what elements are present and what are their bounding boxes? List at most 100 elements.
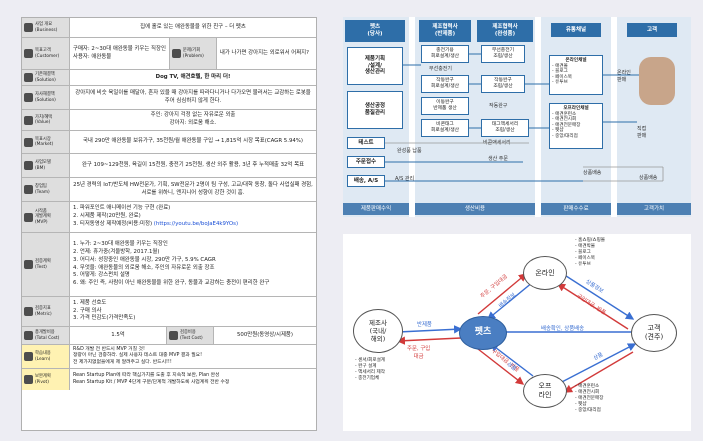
row-label: 검증계획 (Test)	[35, 259, 51, 270]
mfg-list: - 센서/회로설계 - 완구 설계 - 액세서리 제작 - 충전기업체	[355, 358, 386, 381]
list-item: 3. 가격 민감도(가격만족도)	[73, 315, 136, 322]
direct-sales-label: 직접 판매	[637, 126, 647, 139]
row-label: 목표고객 (Customer)	[35, 48, 60, 59]
learn-icon	[24, 352, 33, 361]
business-icon	[24, 23, 33, 32]
list-item: 3. 티저동영상 제작예정(비용:미정) (https://youtu.be/b…	[73, 220, 239, 227]
box-quality: 생산공정 품질관리	[347, 91, 403, 129]
row-value: Rean Startup Plan에 따라 핵심가치를 도출 후 지속적 보완,…	[73, 373, 230, 385]
list-item: 1. 제품 선호도	[73, 299, 107, 306]
node-petz: 펫츠	[459, 316, 507, 350]
row-value: 국내 290만 애완동물 보유가구, 35천원/월 애완동물 구입 → 1,81…	[82, 138, 304, 145]
box-charger-assembly: 무선충전기 조립/생산	[481, 45, 525, 63]
row-mvp: 시작품 개발계획 (MVP) 1. 파워포인트 애니메이션 기능 구현 (완료)…	[22, 202, 316, 233]
row-bm: 사업모델 (BM) 완구 109~129천원, 육길이 15천원, 충전기 25…	[22, 154, 316, 178]
row-label: 시작품 개발계획 (MVP)	[35, 208, 51, 225]
business-model-table: 사업 개요 (Business) 집에 홀로 있는 애완동물을 위한 친구 – …	[21, 17, 317, 431]
footer-cost: 생산비용	[415, 203, 535, 215]
customer-icon	[24, 49, 33, 58]
row-label: 검증비용 (Test Cost)	[180, 330, 203, 341]
box-planning: 제품기획 /설계/ 생산관리	[347, 47, 403, 85]
edge-label: 배송확인, 상품배송	[541, 326, 585, 332]
customer-photo	[639, 57, 675, 105]
online-channel-box: 온라인채널 - 애견몰 - 블로그 - 페이스북 - 유투브	[549, 55, 603, 95]
row-own-solution: 자사해결책 (Solution) 강아지에 비슷 육일이를 매달아, 혼자 있을…	[22, 86, 316, 110]
header-petz: 펫츠 (당사)	[345, 20, 405, 42]
row-label: 총개발비용 (Total Cost)	[35, 330, 60, 341]
youtube-link[interactable]: (https://youtu.be/boJaE4k9YOs)	[153, 220, 239, 227]
row-value: 가치/혜택 (Value) 주인: 강아지 걱정 없는 자유로운 외출 강아지:…	[22, 110, 316, 131]
test-icon	[24, 260, 33, 269]
network-diagram: 제조사 (국내/ 해외) 펫츠 온라인 오프 라인 고객 (견주) - 센서/회…	[343, 234, 691, 431]
value-chain-diagram: 펫츠 (당사) 제조협력사 (반제품) 제조협력사 (완성품) 유통채널 고객 …	[343, 17, 691, 217]
list-item: 4. 무엇을: 애완동물의 외로움 해소, 주인의 자유로운 외출 장조	[73, 264, 215, 271]
row-pivot: 보완계획 (Pivot) Rean Startup Plan에 따라 핵심가치를…	[22, 369, 316, 390]
row-label: 사업 개요 (Business)	[35, 22, 58, 33]
arrow-label: 생산 주문	[488, 156, 508, 162]
node-manufacturer: 제조사 (국내/ 해외)	[353, 309, 403, 353]
list-item: 1. 누가: 2~30대 애완동물 키우는 직장인	[73, 241, 168, 248]
node-online: 온라인	[523, 256, 567, 290]
problem-icon	[171, 49, 181, 58]
flow-arrows	[385, 53, 664, 182]
list-item: 2. 구매 의사	[73, 307, 102, 314]
mvp-icon	[24, 212, 33, 222]
row-metric: 검증지표 (Metric) 1. 제품 선호도 2. 구매 의사 3. 가격 민…	[22, 297, 316, 327]
arrow-label: A/S 관리	[395, 176, 415, 182]
row-learn: 학습내용 (Learn) R&D 개발 전 반드시 MVP 거칠 것! 정량이 …	[22, 345, 316, 369]
node-offline: 오프 라인	[523, 374, 567, 408]
online-list: - 홈쇼핑/쇼핑몰 - 애견박물 - 블로그 - 페이스북 - 유투브	[575, 238, 606, 267]
row-value: 1. 제품 선호도 2. 구매 의사 3. 가격 민감도(가격만족도)	[70, 297, 316, 326]
box-delivery: 배송, A/S	[347, 175, 385, 187]
row-value: 25년 경력의 IoT/반도체 HW전문가, 기획, SW전문가 2명이 팀 구…	[73, 181, 313, 196]
row-market: 목표시장 (Market) 국내 290만 애완동물 보유가구, 35천원/월 …	[22, 131, 316, 154]
row-value: 강아지에 비슷 육일이를 매달아, 혼자 있을 때 강아지를 따라다니거나 다가…	[75, 89, 311, 104]
value-icon	[24, 115, 33, 125]
box-toy-assembly: 작동완구 조립/생산	[481, 75, 525, 93]
row-value: R&D 개발 전 반드시 MVP 거칠 것! 정량이 아닌 검증하라. 실제 사…	[73, 346, 202, 365]
final-sub-label: 작동완구	[489, 103, 508, 109]
row-value: Dog TV, 애견호텔, 한 마리 더!	[155, 73, 231, 80]
pivot-icon	[24, 375, 33, 384]
box-mobile-toy: 이동완구 반제품 생산	[421, 97, 469, 115]
row-value: 1.5억	[111, 331, 125, 338]
row-team: 창업팀 (Team) 25년 경력의 IoT/반도체 HW전문가, 기획, SW…	[22, 178, 316, 202]
row-value: 구매자: 2~30대 애완동물 키우는 직장인 사용자: 애완동물	[73, 45, 166, 60]
row-label: 가치/혜택 (Value)	[35, 114, 53, 125]
row-value: 집에 홀로 있는 애완동물을 위한 친구 – 더 펫츠	[140, 23, 246, 30]
box-toy: 작동완구 회로설계/생산	[421, 75, 469, 93]
offline-list: - 애견훈련소 - 애견전시회 - 애견전문매장 - 펫샵 - 중앙/대리점	[575, 384, 604, 413]
metric-icon	[24, 307, 33, 316]
row-value: 1. 파워포인트 애니메이션 기능 구현 (완료) 2. 시제품 제작(20만원…	[70, 202, 316, 232]
list-item: 5. 어떻게: 강스펀치 설명	[73, 272, 130, 279]
row-cost: 총개발비용 (Total Cost) 1.5억 검증비용 (Test Cost)…	[22, 327, 316, 345]
bm-icon	[24, 161, 33, 170]
solution-icon	[24, 93, 33, 102]
footer-value: 고객가치	[617, 203, 691, 215]
market-icon	[24, 137, 33, 147]
header-final-mfg: 제조협력사 (완성품)	[477, 20, 533, 42]
arrow-label: 완성품 납품	[397, 148, 422, 154]
cost-icon	[24, 331, 33, 340]
solution-icon	[24, 73, 33, 82]
row-label: 사업모델 (BM)	[35, 160, 51, 171]
row-label: 창업팀 (Team)	[35, 184, 50, 195]
list-item: 1. 파워포인트 애니메이션 기능 구현 (완료)	[73, 205, 171, 212]
offline-channel-box: 오프라인채널 - 애견훈련소 - 애견전시회 - 애견전문매장 - 펫샵 - 중…	[549, 103, 603, 149]
row-label: 문제/기회 (Problem)	[182, 48, 204, 59]
header-customer: 고객	[627, 23, 677, 37]
list-item: 2. 시제품 제작(20만원, 완료)	[73, 213, 141, 220]
row-test: 검증계획 (Test) 1. 누가: 2~30대 애완동물 키우는 직장인 2.…	[22, 233, 316, 297]
online-sales-label: 온라인 판매	[617, 70, 631, 83]
row-existing-solution: 기존해결책 (Solution) Dog TV, 애견호텔, 한 마리 더!	[22, 70, 316, 86]
box-test: 테스트	[347, 137, 385, 149]
test-cost-icon	[169, 331, 178, 340]
row-label: 검증지표 (Metric)	[35, 306, 52, 317]
list-item: 6. 왜: 주인 즉, 사람이 아닌 애완동물을 위한 완구, 동물과 교감하는…	[73, 280, 270, 287]
list-item: 2. 언제: 휴가중(겨울방학, 2017.1월)	[73, 248, 160, 255]
row-value: 완구 109~129천원, 육길이 15천원, 충전기 25천원, 생산 외주 …	[81, 161, 305, 168]
box-order: 주문접수	[347, 156, 385, 168]
row-value: 주인: 강아지 걱정 없는 자유로운 외출 강아지: 외로움 해소.	[150, 112, 236, 126]
footer-revenue: 제품판매수익	[343, 203, 409, 215]
